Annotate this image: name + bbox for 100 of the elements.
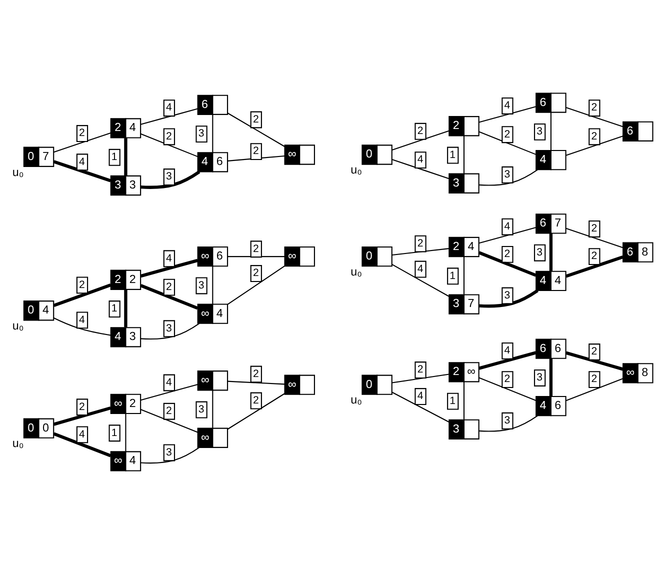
connector bbox=[53, 432, 112, 457]
edge-label: 2 bbox=[591, 250, 598, 262]
edge-label: 4 bbox=[166, 376, 172, 388]
connector bbox=[478, 106, 536, 122]
connector bbox=[566, 378, 623, 401]
edge-label: 2 bbox=[79, 278, 85, 290]
connector bbox=[228, 256, 285, 257]
edge-label: 1 bbox=[111, 302, 118, 314]
connector bbox=[228, 154, 285, 161]
edge-label: 3 bbox=[504, 168, 510, 180]
connector bbox=[566, 106, 623, 127]
edge-label: 2 bbox=[252, 266, 259, 279]
edge-label: 3 bbox=[198, 278, 204, 291]
edge-label: 2 bbox=[166, 280, 172, 292]
connector bbox=[479, 288, 538, 308]
edge-label: 3 bbox=[536, 125, 543, 138]
edge-label: 1 bbox=[450, 394, 456, 406]
edge-label: 2 bbox=[252, 144, 259, 157]
edge-label: 4 bbox=[79, 313, 85, 326]
connector bbox=[228, 380, 285, 384]
connector bbox=[479, 414, 538, 432]
edge-label: 3 bbox=[166, 446, 172, 458]
connector bbox=[478, 226, 536, 244]
connector bbox=[478, 376, 536, 400]
connector bbox=[478, 130, 536, 154]
connector bbox=[140, 383, 198, 400]
edge-label: 3 bbox=[536, 246, 543, 258]
edge-label: 3 bbox=[166, 170, 172, 182]
connector bbox=[124, 138, 128, 176]
edge-label: 2 bbox=[504, 128, 510, 140]
connector bbox=[53, 406, 112, 426]
connector bbox=[392, 130, 450, 150]
edge-label: 2 bbox=[79, 400, 85, 412]
edge-label: 1 bbox=[450, 269, 456, 282]
edge-label: 4 bbox=[504, 99, 510, 112]
connector bbox=[140, 258, 198, 278]
connector bbox=[140, 446, 200, 464]
connector bbox=[566, 350, 624, 370]
edge-label: 4 bbox=[417, 153, 424, 166]
connector bbox=[212, 114, 214, 152]
edge-label: 2 bbox=[79, 126, 85, 139]
edge-label: 4 bbox=[504, 220, 510, 232]
edge-label: 2 bbox=[591, 130, 598, 142]
node-label: u₀ bbox=[350, 163, 362, 176]
connector bbox=[54, 132, 111, 152]
edge-label: 4 bbox=[504, 344, 510, 356]
connector bbox=[392, 158, 450, 179]
connector bbox=[463, 256, 465, 294]
edge-label: 4 bbox=[417, 390, 424, 402]
connector bbox=[478, 350, 536, 370]
edge-label: 2 bbox=[591, 372, 598, 385]
node-label: u₀ bbox=[350, 264, 362, 278]
connector bbox=[140, 170, 200, 188]
connector bbox=[140, 108, 198, 124]
edge-label: 3 bbox=[198, 402, 204, 415]
connector bbox=[392, 373, 449, 383]
connector bbox=[140, 132, 198, 157]
connector bbox=[463, 135, 465, 173]
connector bbox=[392, 391, 450, 422]
connector bbox=[566, 255, 624, 278]
connector bbox=[140, 408, 198, 432]
edge-label: 2 bbox=[591, 345, 598, 358]
edge-label: 2 bbox=[504, 248, 510, 260]
node-label: u₀ bbox=[12, 436, 24, 450]
node-label: u₀ bbox=[12, 165, 24, 178]
edge-label: 4 bbox=[417, 262, 424, 274]
edge-label: 2 bbox=[504, 372, 510, 385]
connector bbox=[53, 160, 112, 182]
connector bbox=[478, 250, 536, 276]
connector bbox=[53, 316, 111, 336]
connector bbox=[463, 382, 465, 419]
node-label: u₀ bbox=[12, 319, 24, 332]
connector bbox=[550, 112, 552, 150]
connector bbox=[392, 263, 450, 296]
edge-label: 2 bbox=[166, 130, 172, 142]
connector bbox=[549, 233, 553, 270]
connector bbox=[549, 358, 553, 396]
edge-label: 2 bbox=[252, 242, 259, 254]
edge-label: 2 bbox=[591, 101, 598, 114]
connector bbox=[124, 289, 128, 327]
connector bbox=[566, 227, 623, 248]
node-label: u₀ bbox=[350, 393, 362, 406]
edge-label: 4 bbox=[166, 101, 172, 114]
edge-label: 4 bbox=[79, 428, 85, 440]
edge-label: 4 bbox=[79, 155, 85, 168]
connector bbox=[392, 248, 449, 255]
edge-label: 3 bbox=[504, 288, 510, 301]
edge-label: 2 bbox=[252, 112, 259, 125]
connector bbox=[227, 112, 285, 146]
edge-label: 1 bbox=[111, 150, 118, 163]
edge-label: 1 bbox=[450, 148, 456, 160]
edge-label: 3 bbox=[198, 127, 204, 140]
connector bbox=[140, 322, 200, 340]
connector bbox=[479, 168, 538, 186]
edge-label: 3 bbox=[166, 322, 172, 334]
edge-label: 4 bbox=[166, 252, 172, 264]
edge-label: 2 bbox=[166, 404, 172, 417]
edge-label: 1 bbox=[111, 426, 118, 438]
connector bbox=[566, 135, 623, 156]
edge-label: 2 bbox=[252, 394, 259, 406]
